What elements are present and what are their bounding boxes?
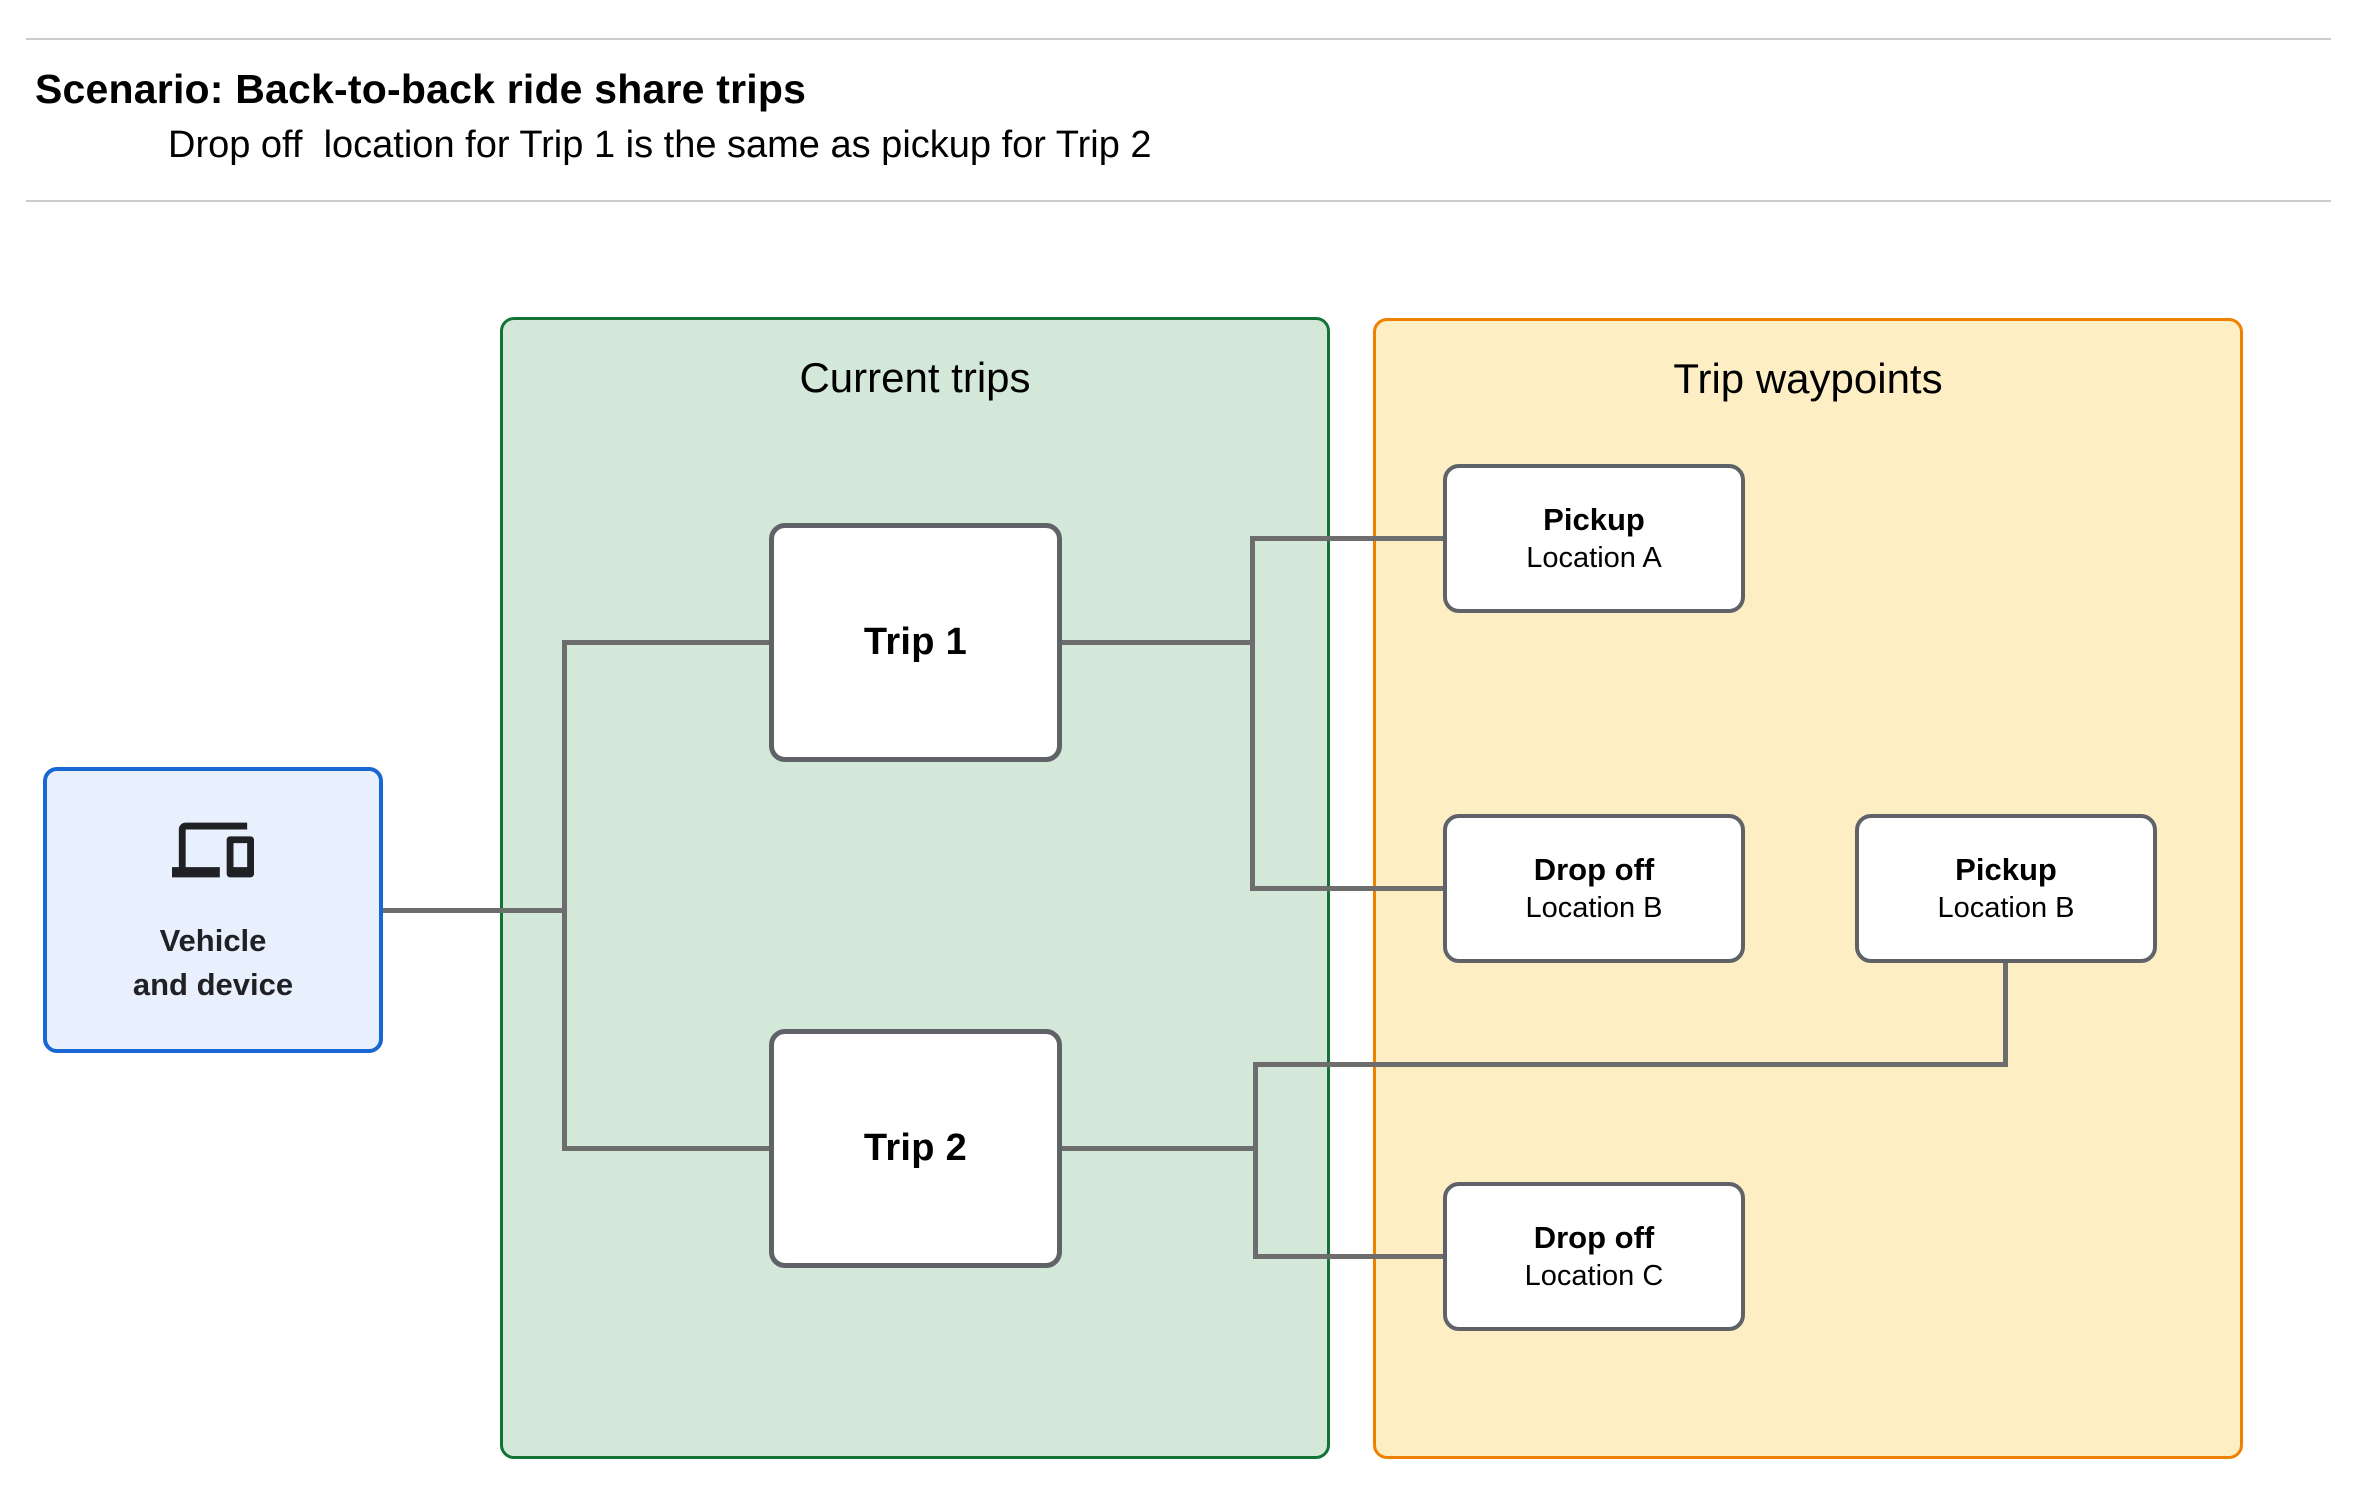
- connector-to-pickup-a: [1250, 536, 1446, 541]
- waypoint-title: Drop off: [1533, 852, 1655, 887]
- waypoint-title: Drop off: [1533, 1220, 1655, 1255]
- trip-1-label: Trip 1: [863, 621, 968, 663]
- connector-left-splitter-vertical: [562, 640, 567, 1151]
- connector-trip2-out: [1060, 1146, 1258, 1151]
- connector-splitter-to-trip2: [562, 1146, 771, 1151]
- connector-trip1-splitter-vertical: [1250, 536, 1255, 891]
- vehicle-node: Vehicle and device: [43, 767, 383, 1053]
- waypoint-subtitle: Location B: [1525, 892, 1663, 924]
- panel-current-trips-title: Current trips: [799, 354, 1031, 401]
- connector-to-dropoff-c: [1253, 1254, 1446, 1259]
- trip-2-node: Trip 2: [769, 1029, 1062, 1268]
- panel-current-trips: Current trips: [500, 317, 1330, 1459]
- vehicle-label: Vehicle and device: [133, 919, 293, 1007]
- connector-pickup-b-leg: [2003, 958, 2008, 1064]
- page-subtitle: Drop off location for Trip 1 is the same…: [168, 124, 1152, 166]
- waypoint-title: Pickup: [1543, 502, 1645, 537]
- trip-1-node: Trip 1: [769, 523, 1062, 762]
- header-bottom-divider: [26, 200, 2331, 202]
- waypoint-dropoff-location-b: Drop off Location B: [1443, 814, 1745, 963]
- connector-trip1-out: [1060, 640, 1253, 645]
- waypoint-pickup-location-a: Pickup Location A: [1443, 464, 1745, 613]
- panel-trip-waypoints-title: Trip waypoints: [1673, 355, 1943, 402]
- vehicle-label-line2: and device: [132, 967, 294, 1003]
- connector-vehicle-to-splitter: [383, 908, 567, 913]
- waypoint-dropoff-location-c: Drop off Location C: [1443, 1182, 1745, 1331]
- devices-icon: [172, 822, 254, 878]
- connector-to-dropoff-b: [1250, 886, 1446, 891]
- connector-splitter-to-trip1: [562, 640, 771, 645]
- waypoint-subtitle: Location A: [1526, 542, 1662, 574]
- waypoint-title: Pickup: [1955, 852, 2057, 887]
- trip-2-label: Trip 2: [863, 1127, 968, 1169]
- connector-trip2-splitter-vertical: [1253, 1062, 1258, 1259]
- page-title: Scenario: Back-to-back ride share trips: [35, 66, 807, 112]
- vehicle-label-line1: Vehicle: [159, 923, 267, 958]
- waypoint-subtitle: Location C: [1524, 1260, 1664, 1292]
- connector-pickup-b-cross: [1253, 1062, 2008, 1067]
- waypoint-pickup-location-b: Pickup Location B: [1855, 814, 2157, 963]
- waypoint-subtitle: Location B: [1937, 892, 2075, 924]
- header-top-divider: [26, 38, 2331, 40]
